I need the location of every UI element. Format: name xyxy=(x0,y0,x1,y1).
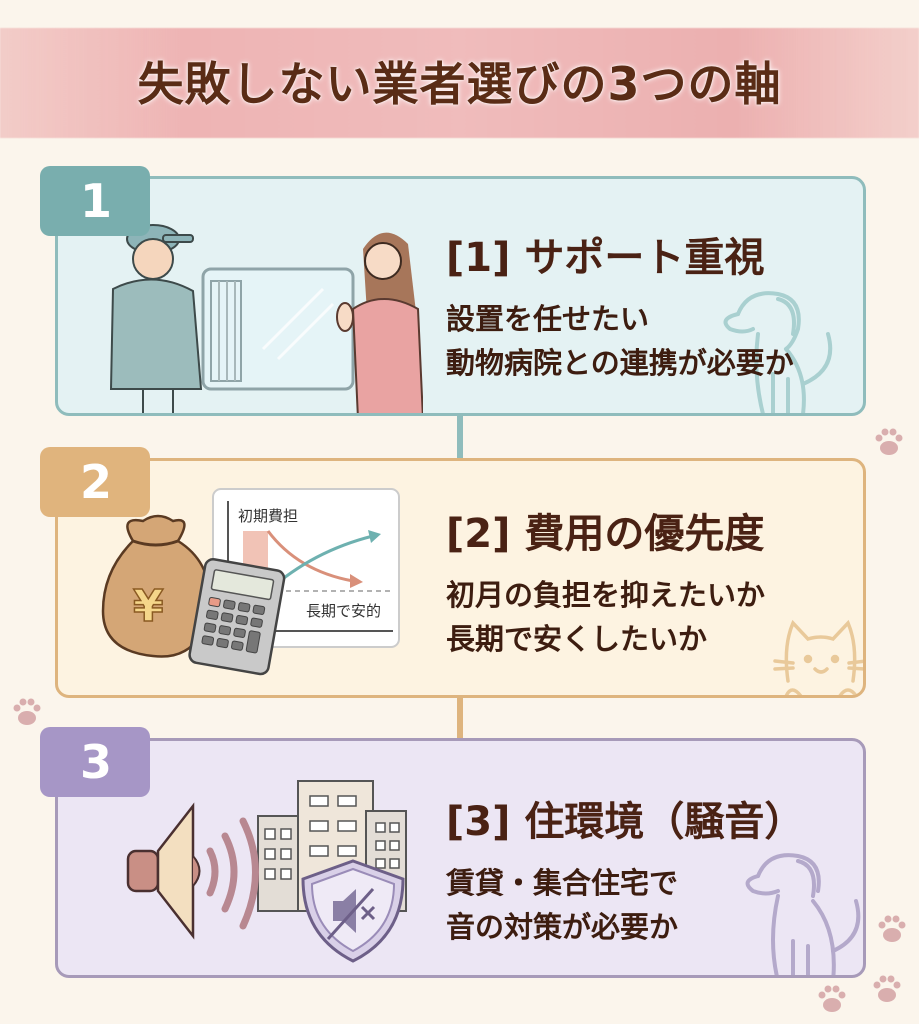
svg-text:¥: ¥ xyxy=(133,581,164,632)
card-text: [2] 費用の優先度 初月の負担を抑えたいか 長期で安くしたいか xyxy=(446,501,765,661)
dog-outline-icon xyxy=(723,291,833,413)
step-badge-2: 2 xyxy=(40,447,150,517)
paw-print-icon xyxy=(875,428,903,455)
description-line: 賃貸・集合住宅で xyxy=(446,866,679,900)
card-text: [3] 住環境（騒音） 賃貸・集合住宅で 音の対策が必要か xyxy=(446,789,804,949)
card-heading: [3] 住環境（騒音） xyxy=(446,799,805,845)
description-line: 音の対策が必要か xyxy=(446,910,679,944)
card-heading: [2] 費用の優先度 xyxy=(446,511,765,557)
card-heading: [1] サポート重視 xyxy=(446,235,765,281)
paw-print-icon xyxy=(818,985,846,1012)
card-cost: 初期費担 長期で安的 ¥ [2] 費用の優先度 初月の負担を抑えたいか 長期で安… xyxy=(55,458,866,698)
connector-line xyxy=(457,414,463,460)
page-title: 失敗しない業者選びの3つの軸 xyxy=(137,57,782,111)
technician-delivering-pet-cage-to-woman xyxy=(109,224,423,413)
card-text: [1] サポート重視 設置を任せたい 動物病院との連携が必要か xyxy=(446,225,794,385)
title-band xyxy=(0,28,919,138)
money-bag-calculator-cost-chart: 初期費担 長期で安的 ¥ xyxy=(101,488,400,676)
step-badge-1: 1 xyxy=(40,166,150,236)
card-description: 初月の負担を抑えたいか 長期で安くしたいか xyxy=(446,573,765,661)
description-line: 設置を任せたい xyxy=(446,302,650,336)
card-description: 賃貸・集合住宅で 音の対策が必要か xyxy=(446,861,804,949)
connector-line xyxy=(457,696,463,740)
paw-print-icon xyxy=(873,975,901,1002)
chart-label-longterm: 長期で安的 xyxy=(306,602,381,620)
step-badge-3: 3 xyxy=(40,727,150,797)
speaker-sound-waves-buildings-mute-shield xyxy=(126,780,407,963)
paw-print-icon xyxy=(878,915,906,942)
chart-label-initial: 初期費担 xyxy=(238,507,298,525)
card-environment: [3] 住環境（騒音） 賃貸・集合住宅で 音の対策が必要か xyxy=(55,738,866,978)
card-description: 設置を任せたい 動物病院との連携が必要か xyxy=(446,297,794,385)
cat-outline-icon xyxy=(773,619,863,695)
dog-sitting-outline-icon xyxy=(745,853,861,975)
description-line: 初月の負担を抑えたいか xyxy=(446,578,766,612)
description-line: 動物病院との連携が必要か xyxy=(446,346,794,380)
description-line: 長期で安くしたいか xyxy=(446,622,708,656)
card-support: [1] サポート重視 設置を任せたい 動物病院との連携が必要か xyxy=(55,176,866,416)
paw-print-icon xyxy=(13,698,41,725)
